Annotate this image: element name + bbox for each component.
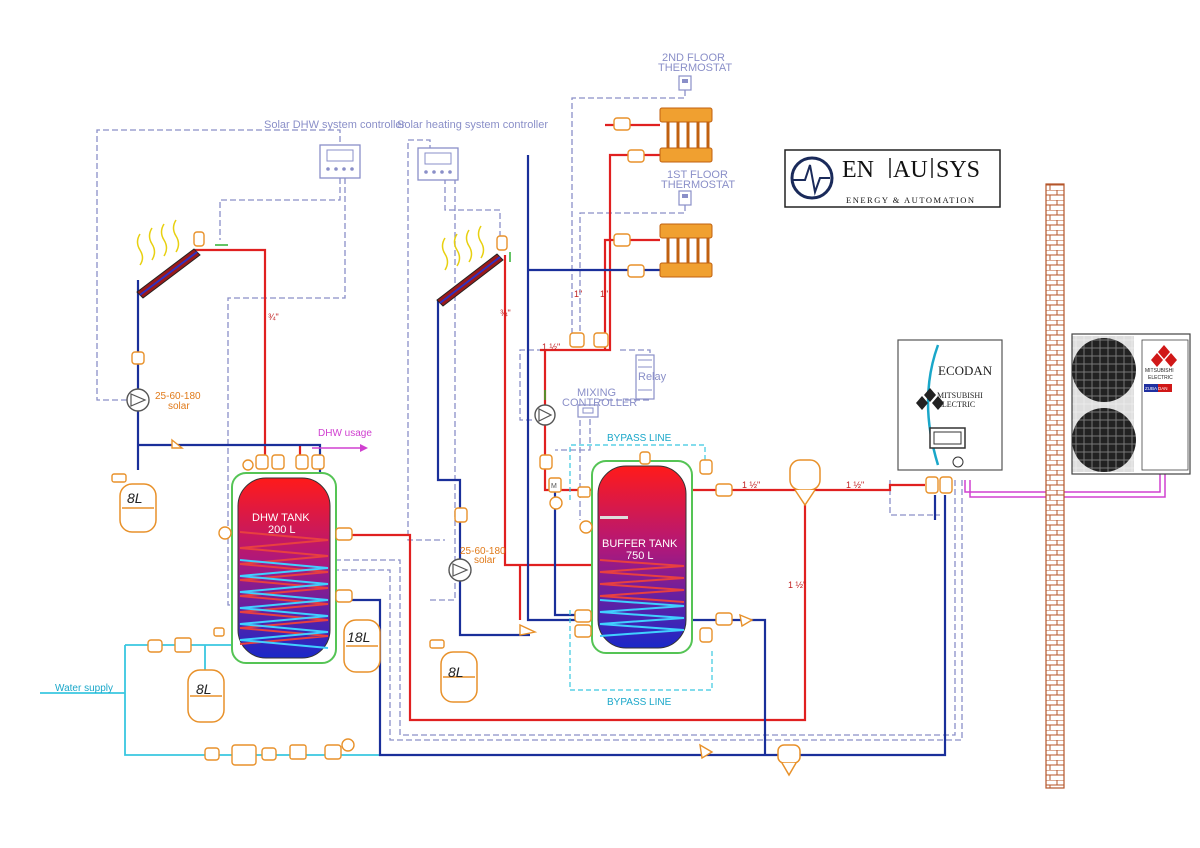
logo-brand-en: EN — [842, 157, 874, 183]
pipe-size-buffer-feed: 1 ½" — [542, 342, 560, 352]
pump-dhw-label-1: 25-60-180 — [155, 391, 201, 402]
pump-mixing — [534, 404, 556, 426]
pump-dhw-solar — [126, 388, 150, 412]
pump-dhw-label-2: solar — [168, 401, 190, 412]
buffer-tank-label-2: 750 L — [626, 550, 654, 562]
thermostat-1st-label-1: 1ST FLOOR — [667, 169, 728, 181]
mixing-controller-label-2: CONTROLLER — [562, 397, 637, 409]
sensor-fittings — [215, 244, 546, 400]
ecodan-brand-label-1: MITSUBISHI — [937, 391, 983, 400]
vessel-dhw-expansion-label: 8L — [127, 490, 143, 506]
outdoor-badge-label: ZUBA DAN — [1145, 386, 1168, 391]
thermostat-2nd-floor — [678, 75, 692, 91]
logo-tagline: ENERGY & AUTOMATION — [846, 195, 976, 205]
pipe-size-floor-left: 1" — [574, 289, 582, 299]
vessel-supply-expansion — [187, 669, 225, 723]
outdoor-brand-label-1: MITSUBISHI — [1145, 368, 1174, 374]
mixing-controller-label-1: MIXING — [577, 387, 616, 399]
vessel-dhw-expansion — [119, 483, 157, 533]
pipe-size-dhw-solar: ¾" — [268, 312, 279, 322]
fittings — [111, 117, 953, 766]
bypass-frame-bottom — [569, 610, 713, 691]
ecodan-brand-label-2: ELECTRIC — [937, 400, 975, 409]
cold-piping — [136, 155, 947, 757]
vessel-supply-expansion-label: 8L — [196, 681, 212, 697]
text-labels: Solar DHW system controller Solar heatin… — [55, 52, 1174, 708]
mixing-controller — [577, 404, 599, 418]
solar-dhw-controller — [319, 144, 361, 179]
pipe-size-floor-right: 1" — [600, 289, 608, 299]
pump-heating-label-2: solar — [474, 555, 496, 566]
pipe-size-hp-out2: 1 ½" — [846, 480, 864, 490]
solar-heating-controller — [417, 147, 459, 181]
bypass-frame-top — [569, 444, 706, 500]
dhw-tank-label-2: 200 L — [268, 524, 296, 536]
enausys-logo — [784, 149, 1001, 208]
solar-collector-dhw — [136, 219, 201, 299]
buffer-tank — [591, 460, 693, 654]
control-wiring — [96, 90, 963, 741]
logo-brand-au: AU — [893, 157, 928, 183]
dirt-separator — [777, 744, 801, 777]
buffer-tank-label-1: BUFFER TANK — [602, 538, 678, 550]
ecodan-indoor-unit — [897, 339, 1003, 471]
thermostat-1st-label-2: THERMOSTAT — [661, 179, 735, 191]
solar-heating-controller-label: Solar heating system controller — [397, 119, 548, 131]
dhw-usage-arrow — [312, 444, 368, 452]
outdoor-brand-label-2: ELECTRIC — [1148, 375, 1173, 381]
vessel-heating-expansion-label: 8L — [448, 664, 464, 680]
pump-heating-solar — [448, 558, 472, 582]
exterior-wall — [1045, 183, 1065, 789]
relay-label: Relay — [638, 371, 667, 383]
manifold-2nd-floor — [659, 107, 713, 163]
pipe-size-hp-return: 1 ½" — [788, 580, 806, 590]
solar-dhw-controller-label: Solar DHW system controller — [264, 119, 406, 131]
relay-box — [635, 354, 655, 400]
manifold-1st-floor — [659, 223, 713, 278]
bypass-line-bottom-label: BYPASS LINE — [607, 697, 672, 708]
dhw-usage-label: DHW usage — [318, 428, 372, 439]
thermostat-2nd-label-2: THERMOSTAT — [658, 62, 732, 74]
vessel-heating-expansion — [440, 651, 478, 703]
thermostat-1st-floor — [678, 190, 692, 206]
water-supply-label: Water supply — [55, 683, 113, 694]
solar-collector-heating — [436, 225, 504, 307]
vessel-18l-label: 18L — [347, 629, 370, 645]
bypass-line-top-label: BYPASS LINE — [607, 433, 672, 444]
pump-heating-label-1: 25-60-180 — [460, 546, 506, 557]
vessel-dhw-18l — [343, 619, 381, 673]
dhw-tank-label-1: DHW TANK — [252, 512, 310, 524]
thermostat-2nd-label-1: 2ND FLOOR — [662, 52, 725, 64]
low-loss-header — [789, 459, 821, 507]
pipe-size-hp-out1: 1 ½" — [742, 480, 760, 490]
pipe-size-heating-solar: ¾" — [500, 308, 511, 318]
logo-brand-sys: SYS — [936, 157, 980, 183]
motor-label: M — [551, 483, 557, 490]
ecodan-model-label: ECODAN — [938, 363, 993, 378]
outdoor-heat-pump — [1071, 333, 1191, 475]
dhw-tank — [231, 472, 337, 664]
